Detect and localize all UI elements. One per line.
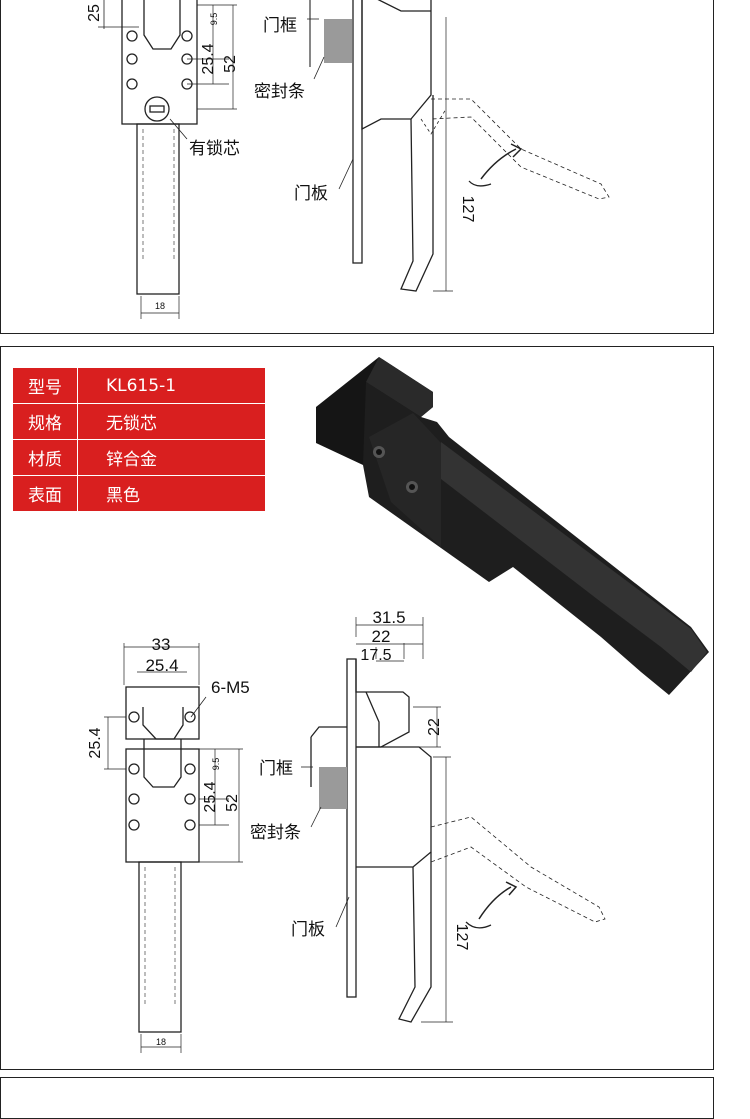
spec-row-model: 型号 KL615-1: [13, 368, 265, 404]
top-technical-drawing: 25 9.5 25.4 52 18 有锁芯 127 门框 密封条 门板: [86, 0, 610, 319]
label-door-frame: 门框: [263, 16, 297, 36]
dim-25: 25: [86, 4, 103, 22]
dim-25-4: 25.4: [202, 781, 219, 812]
label-door-panel: 门板: [291, 920, 325, 940]
dim-52: 52: [222, 55, 239, 73]
dim-127: 127: [453, 924, 470, 951]
spec-value: 无锁芯: [106, 414, 157, 434]
label-lock-core: 有锁芯: [189, 139, 240, 159]
dim-22-side: 22: [426, 718, 443, 736]
spec-row-spec: 规格 无锁芯: [13, 404, 265, 440]
spec-key: 表面: [13, 476, 78, 511]
front-view: [98, 0, 237, 319]
label-seal-strip: 密封条: [254, 82, 305, 102]
dim-22-top: 22: [372, 627, 391, 646]
spec-row-surface: 表面 黑色: [13, 476, 265, 511]
dim-17-5: 17.5: [360, 647, 391, 664]
dim-52: 52: [224, 794, 241, 812]
spec-value: 锌合金: [106, 450, 157, 470]
spec-value: 黑色: [106, 486, 140, 506]
front-view: [104, 643, 243, 1053]
label-door-panel: 门板: [294, 184, 328, 204]
dim-6-m5: 6-M5: [211, 678, 250, 697]
spec-table: 型号 KL615-1 规格 无锁芯 材质 锌合金 表面 黑色: [13, 368, 265, 511]
spec-row-material: 材质 锌合金: [13, 440, 265, 476]
side-view: [301, 617, 606, 1023]
dim-25-4: 25.4: [200, 43, 217, 74]
dim-25-4-left: 25.4: [87, 727, 104, 758]
dim-9-5: 9.5: [211, 758, 221, 771]
next-panel-partial: [0, 1077, 714, 1119]
label-seal-strip: 密封条: [250, 823, 301, 843]
dim-9-5: 9.5: [209, 13, 219, 26]
latch-product-render: [316, 357, 709, 695]
dim-25-4-top: 25.4: [145, 656, 178, 675]
dim-127: 127: [459, 196, 476, 223]
side-view: [307, 0, 610, 292]
spec-key: 型号: [13, 368, 78, 403]
product-spec-panel: 33 25.4 6-M5 25.4 9.5 25.4 52 18 3: [0, 346, 714, 1070]
spec-value: KL615-1: [106, 375, 177, 396]
dim-33: 33: [152, 635, 171, 654]
top-drawing-panel: 25 9.5 25.4 52 18 有锁芯 127 门框 密封条 门板: [0, 0, 714, 334]
dim-18: 18: [156, 1037, 166, 1047]
spec-key: 规格: [13, 404, 78, 439]
dim-31-5: 31.5: [372, 608, 405, 627]
spec-key: 材质: [13, 440, 78, 475]
label-door-frame: 门框: [259, 759, 293, 779]
dim-18: 18: [155, 301, 165, 311]
latch-drawing: 33 25.4 6-M5 25.4 9.5 25.4 52 18 3: [87, 357, 709, 1053]
